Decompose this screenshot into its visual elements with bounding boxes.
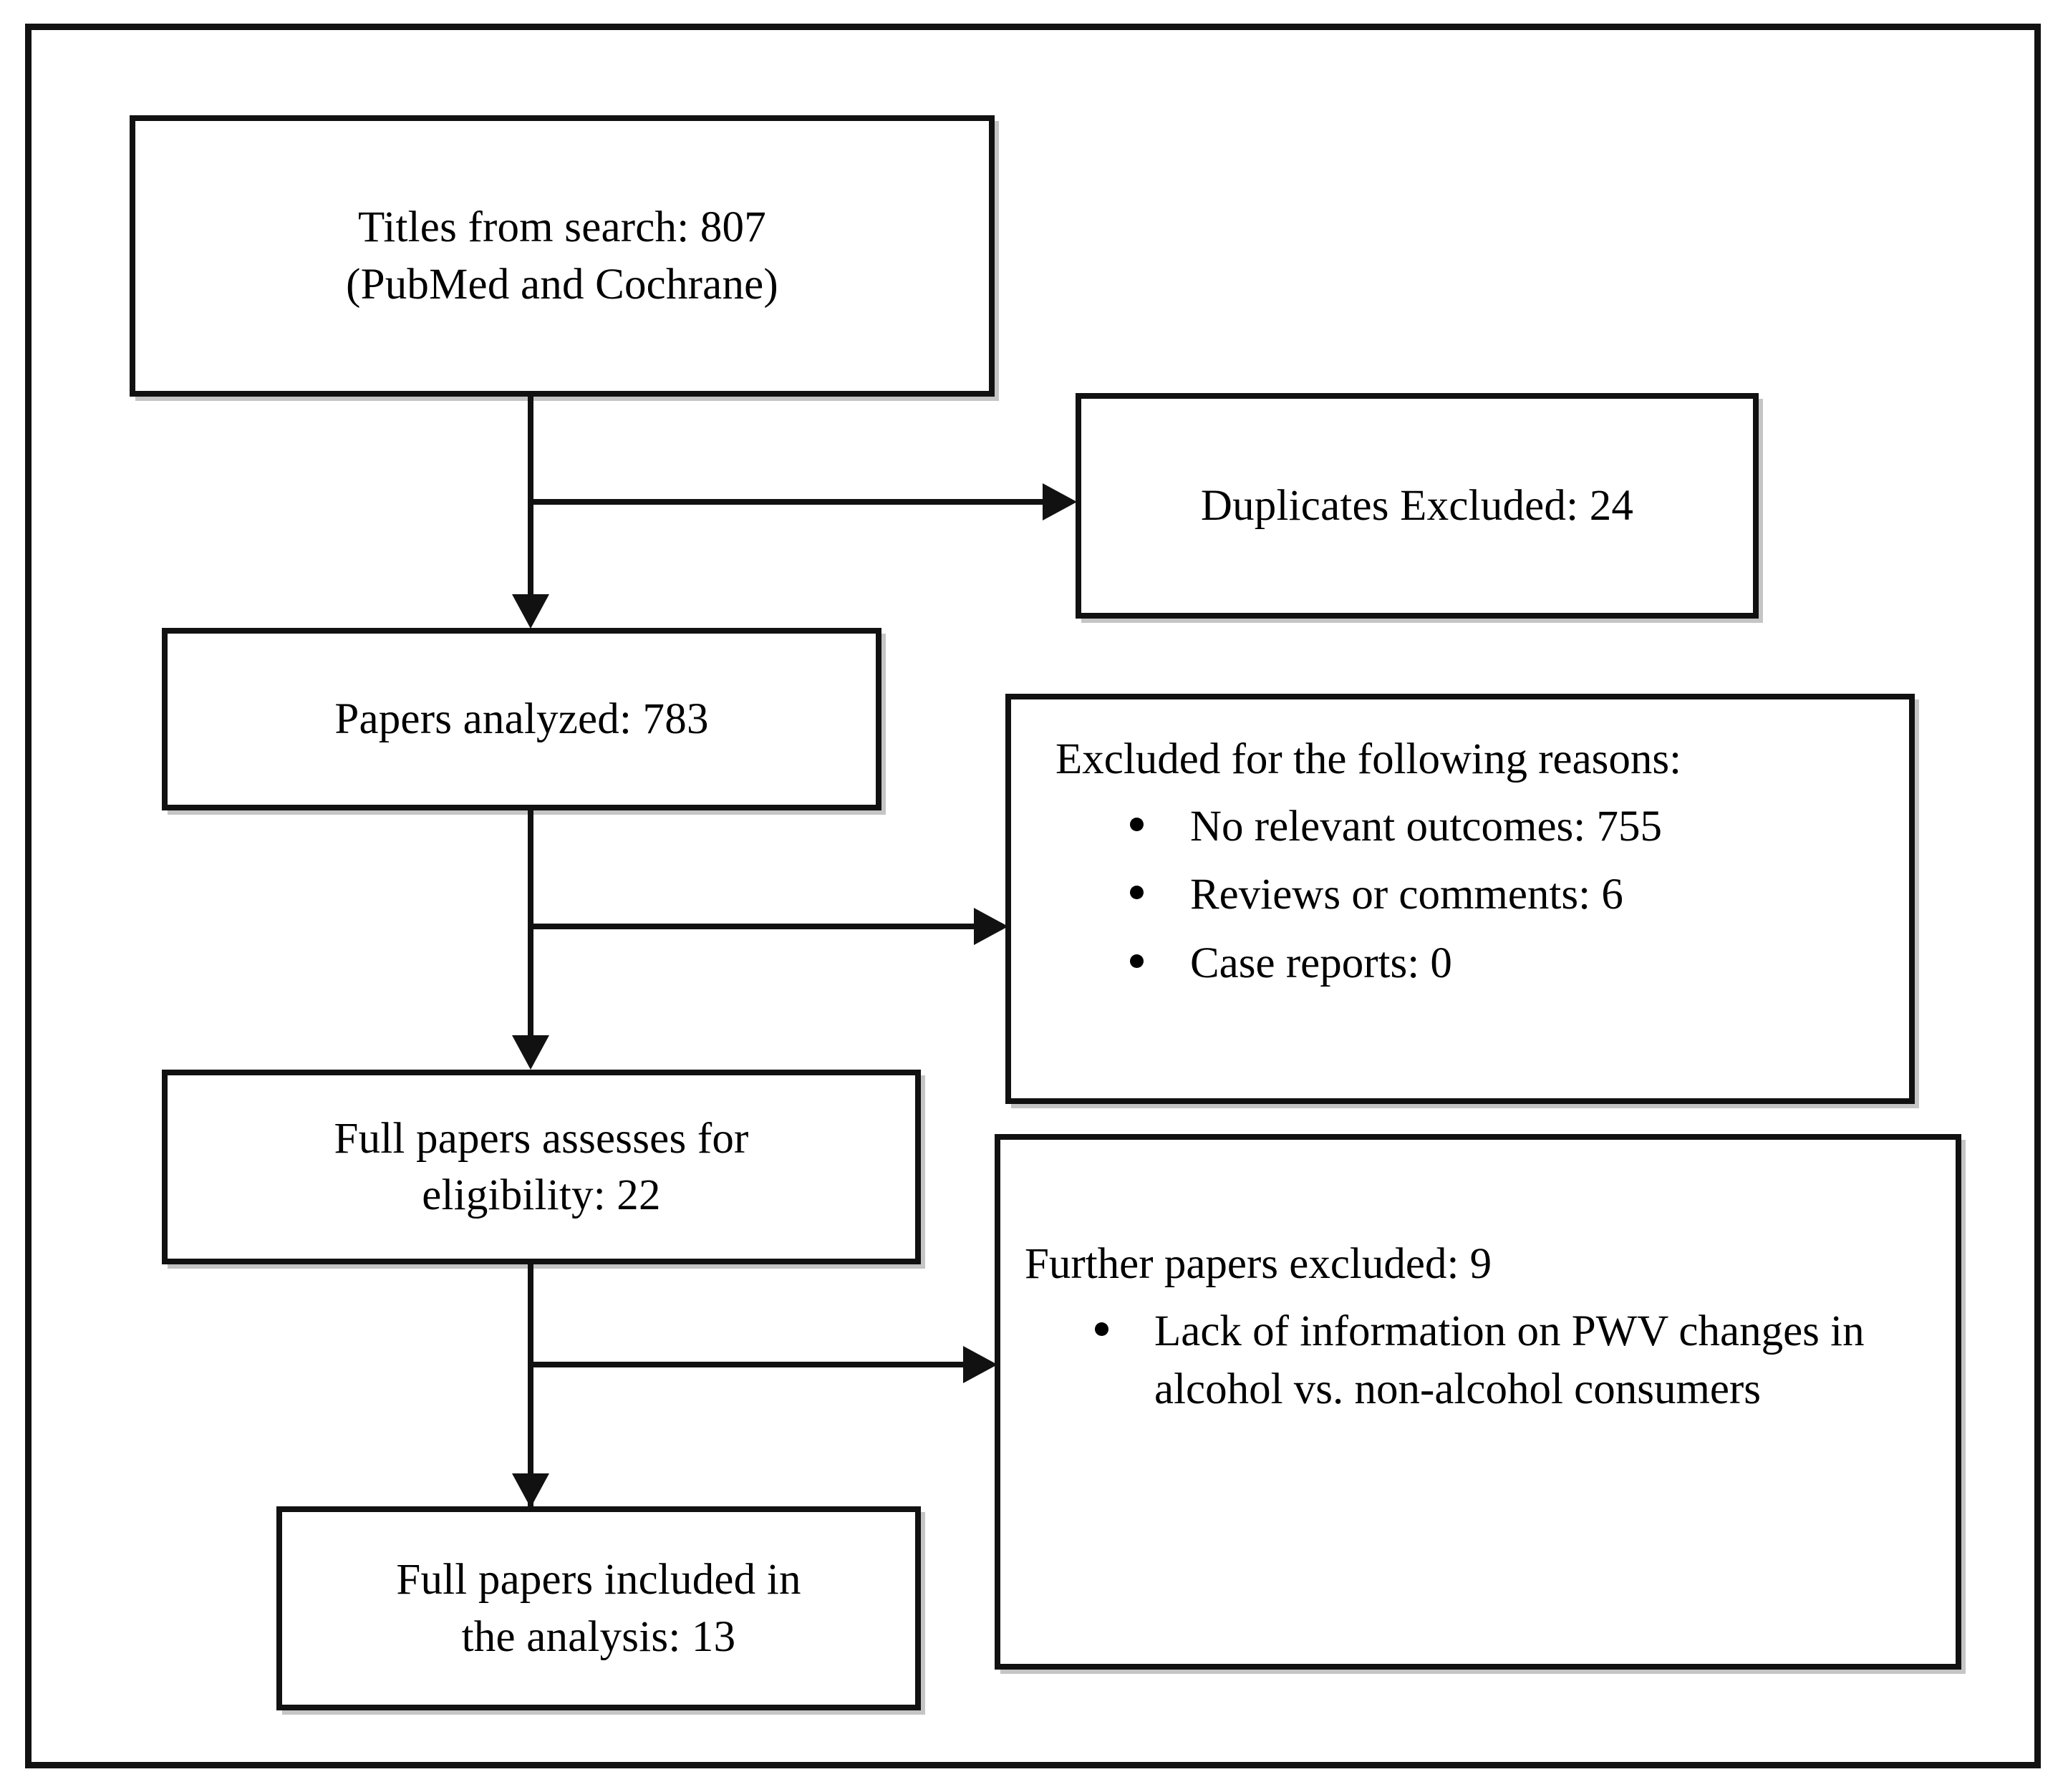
bullet-dot-icon <box>1130 954 1144 968</box>
bullet-dot-icon <box>1130 886 1144 900</box>
full-papers-assessed-line-2: eligibility: 22 <box>422 1171 661 1219</box>
bullet-dot-icon <box>1130 818 1144 832</box>
connector-titles-to-analyzed <box>528 397 533 596</box>
further-excluded-reason-label: Lack of information on PWV changes in al… <box>1154 1307 1865 1414</box>
titles-line-2: (PubMed and Cochrane) <box>346 260 778 309</box>
papers-analyzed-line-1: Papers analyzed: 783 <box>334 694 709 743</box>
list-item: Reviews or comments: 6 <box>1011 866 1909 924</box>
connector-assessed-to-included <box>528 1264 533 1508</box>
box-duplicates-excluded[interactable]: Duplicates Excluded: 24 <box>1076 393 1759 619</box>
figure-outer-frame: Titles from search: 807 (PubMed and Coch… <box>25 24 2041 1768</box>
arrowhead-titles-to-duplicates <box>1043 483 1077 520</box>
excluded-reason-label: No relevant outcomes: 755 <box>1190 803 1662 851</box>
further-excluded-bullet-list: Lack of information on PWV changes in al… <box>1000 1292 1956 1418</box>
arrowhead-assessed-to-included <box>512 1473 549 1508</box>
connector-assessed-to-further-excluded <box>528 1362 966 1367</box>
list-item: No relevant outcomes: 755 <box>1011 798 1909 856</box>
full-papers-included-line-2: the analysis: 13 <box>461 1612 736 1661</box>
full-papers-assessed-line-1: Full papers assesses for <box>334 1114 749 1163</box>
excluded-reasons-heading: Excluded for the following reasons: <box>1055 735 1682 783</box>
excluded-reason-label: Case reports: 0 <box>1190 939 1452 987</box>
box-further-papers-excluded[interactable]: Further papers excluded: 9 Lack of infor… <box>995 1134 1961 1670</box>
arrowhead-analyzed-to-assessed <box>512 1035 549 1070</box>
further-excluded-heading: Further papers excluded: 9 <box>1025 1240 1492 1288</box>
connector-titles-to-duplicates <box>528 499 1045 505</box>
full-papers-included-line-1: Full papers included in <box>396 1556 801 1604</box>
box-full-papers-included[interactable]: Full papers included in the analysis: 13 <box>276 1506 921 1710</box>
box-excluded-reasons[interactable]: Excluded for the following reasons: No r… <box>1005 694 1915 1104</box>
connector-analyzed-to-excluded <box>528 924 977 929</box>
duplicates-line-1: Duplicates Excluded: 24 <box>1200 481 1634 530</box>
box-full-papers-assessed[interactable]: Full papers assesses for eligibility: 22 <box>162 1070 921 1264</box>
titles-line-1: Titles from search: 807 <box>358 203 766 252</box>
list-item: Lack of information on PWV changes in al… <box>1000 1302 1956 1418</box>
bullet-dot-icon <box>1095 1322 1108 1337</box>
arrowhead-assessed-to-further-excluded <box>963 1346 997 1383</box>
arrowhead-titles-to-analyzed <box>512 594 549 629</box>
excluded-reasons-bullet-list: No relevant outcomes: 755 Reviews or com… <box>1011 788 1909 992</box>
box-papers-analyzed[interactable]: Papers analyzed: 783 <box>162 628 881 810</box>
arrowhead-analyzed-to-excluded <box>974 908 1008 945</box>
excluded-reason-label: Reviews or comments: 6 <box>1190 871 1623 919</box>
list-item: Case reports: 0 <box>1011 934 1909 992</box>
box-titles-from-search[interactable]: Titles from search: 807 (PubMed and Coch… <box>130 115 995 397</box>
